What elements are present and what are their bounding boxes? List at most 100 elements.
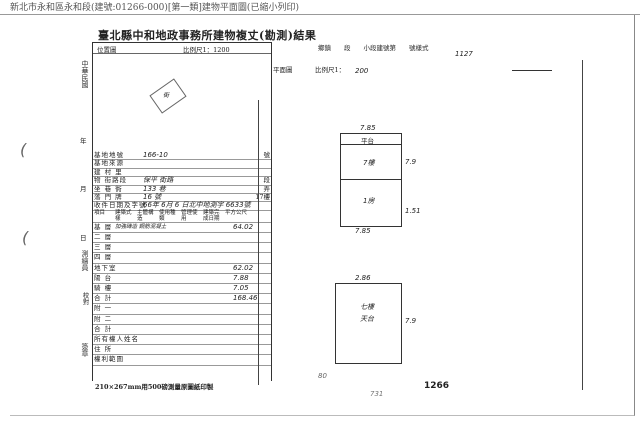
divider <box>341 179 401 180</box>
stamp-label: 簽章 <box>81 343 89 357</box>
row-label: 基地來源 <box>94 159 124 168</box>
row-label: 建 村 里 <box>94 167 123 176</box>
top-floor-plan: 平台 7樓 1房 <box>340 133 402 227</box>
table-row: 物 街路段 保平 街路 段 <box>93 176 271 186</box>
table-row: 基地地號 166-10 號 <box>93 151 271 161</box>
checker-label: 校對 <box>81 292 89 305</box>
floor-area: 62.02 <box>233 263 254 272</box>
header-cell: 建築式樣 <box>115 209 132 222</box>
floor-label: 權利範圍 <box>94 355 124 364</box>
table-row: 二 層 <box>93 232 271 244</box>
row-label: 物 街路段 <box>94 176 128 185</box>
room-label: 1房 <box>363 197 375 205</box>
table-row: 四 層 <box>93 252 271 264</box>
floor-label: 四 層 <box>94 253 113 262</box>
row-label: 收件日期及字號 <box>94 201 147 210</box>
floor-label: 所有權人姓名 <box>94 335 139 343</box>
roof-label: 天台 <box>360 315 374 323</box>
row-label: 落 門 牌 <box>94 193 123 201</box>
floor-label: 三 層 <box>94 243 113 252</box>
header-cell: 主體構造 <box>137 209 154 222</box>
bottom-right-dim: 7.9 <box>405 317 417 325</box>
plan-border <box>582 60 583 390</box>
note: 80 <box>318 372 327 380</box>
row-value: 66年 6月 6 日北中地測字 6633號 <box>143 201 251 210</box>
floor-label: 住 所 <box>94 345 113 354</box>
plan-border <box>258 100 259 385</box>
table-body: 基地地號 166-10 號基地來源建 村 里物 街路段 保平 街路 段坐 巷 衖 133 … <box>93 151 271 381</box>
plan-scale-value: 200 <box>355 67 369 75</box>
era-label: 中華民國 <box>81 60 89 88</box>
floor-area: 7.05 <box>233 284 249 292</box>
divider <box>0 14 640 15</box>
platform-label: 平台 <box>361 137 374 145</box>
table-row: 坐 巷 衖 133 巷 弄 <box>93 185 271 194</box>
row-suffix: 17樓 <box>255 193 270 201</box>
roof-floor-label: 七樓 <box>360 303 374 311</box>
building-number: 1127 <box>455 50 473 58</box>
table-row: 陽 台 7.88 <box>93 273 271 284</box>
floor-label: 陽 台 <box>94 273 113 282</box>
floor-label: 附 一 <box>94 304 113 313</box>
table-row: 所有權人姓名 <box>93 334 271 346</box>
floor-label: 合 計 <box>94 294 113 303</box>
table-row: 基 層加強磚造 鋼筋混凝土 64.02 <box>93 222 271 233</box>
floor-label: 合 計 <box>94 324 113 333</box>
table-row: 地下室 62.02 <box>93 263 271 274</box>
row-suffix: 號 <box>263 151 271 159</box>
row-value: 保平 街路 <box>143 176 174 185</box>
survey-table: 位置圖 比例尺1：1200 街 基地地號 166-10 號基地來源建 村 里物 街路… <box>92 42 272 381</box>
header-cell: 使用種類 <box>159 209 176 222</box>
surveyor-label: 測繪員 <box>81 250 89 271</box>
table-row: 合 計 168.46 <box>93 293 271 305</box>
header-cell: 項目 <box>94 209 106 216</box>
year-label: 年 <box>80 137 87 145</box>
plan-label: 平面圖 <box>273 66 293 74</box>
row-suffix: 段 <box>263 176 271 185</box>
header-row: 項目建築式樣主體構造使用種類管理使用建築完成日期平方公尺 <box>93 210 271 223</box>
plan-header: 鄉鎮 段 小段建號第 號樣式 <box>318 44 429 52</box>
row-label: 坐 巷 衖 <box>94 184 123 193</box>
day-label: 日 <box>80 234 87 242</box>
plan-scale: 比例尺1： <box>315 66 346 74</box>
top-right-dim: 7.9 <box>405 158 417 166</box>
paper-footer: 210×267mm用500磅測量原圖紙印製 <box>95 383 214 391</box>
table-row: 合 計 <box>93 324 271 335</box>
floor-label: 附 二 <box>94 314 113 323</box>
floor-area: 168.46 <box>233 294 258 303</box>
floor-label: 基 層 <box>94 222 113 231</box>
note: 731 <box>370 390 384 398</box>
bottom-width-dim: 2.86 <box>355 274 371 282</box>
table-row: 權利範圍 <box>93 354 271 366</box>
row-value: 166-10 <box>143 151 168 159</box>
location-sketch-note: 街 <box>163 92 170 99</box>
signature-line <box>512 70 552 71</box>
floor-area: 64.02 <box>233 222 254 231</box>
row-value: 16 號 <box>143 193 162 201</box>
top-bottom-dim: 7.85 <box>355 227 371 235</box>
divider <box>341 144 401 145</box>
floor-label: 地下室 <box>94 263 117 272</box>
margin-mark: ( <box>22 228 29 247</box>
top-right-dim2: 1.51 <box>405 207 421 215</box>
floor-label: 7樓 <box>363 159 375 167</box>
floor-area: 7.88 <box>233 273 249 282</box>
note: 1266 <box>424 381 450 391</box>
table-row: 三 層 <box>93 242 271 254</box>
document-title: 臺北縣中和地政事務所建物複丈(勘測)結果 <box>98 29 317 42</box>
table-row: 附 二 <box>93 314 271 325</box>
header-cell: 平方公尺 <box>225 209 248 216</box>
location-map-label: 位置圖 <box>97 46 117 54</box>
row-value: 133 巷 <box>143 184 166 193</box>
row-suffix: 弄 <box>263 184 271 193</box>
month-label: 月 <box>80 185 87 193</box>
floor-label: 二 層 <box>94 233 113 241</box>
table-row: 附 一 <box>93 303 271 315</box>
margin-mark: ( <box>20 140 27 159</box>
row-label: 基地地號 <box>94 151 124 159</box>
floor-structure: 加強磚造 鋼筋混凝土 <box>115 223 167 230</box>
location-map-scale: 比例尺1：1200 <box>183 46 230 54</box>
table-row: 建 村 里 <box>93 167 271 178</box>
